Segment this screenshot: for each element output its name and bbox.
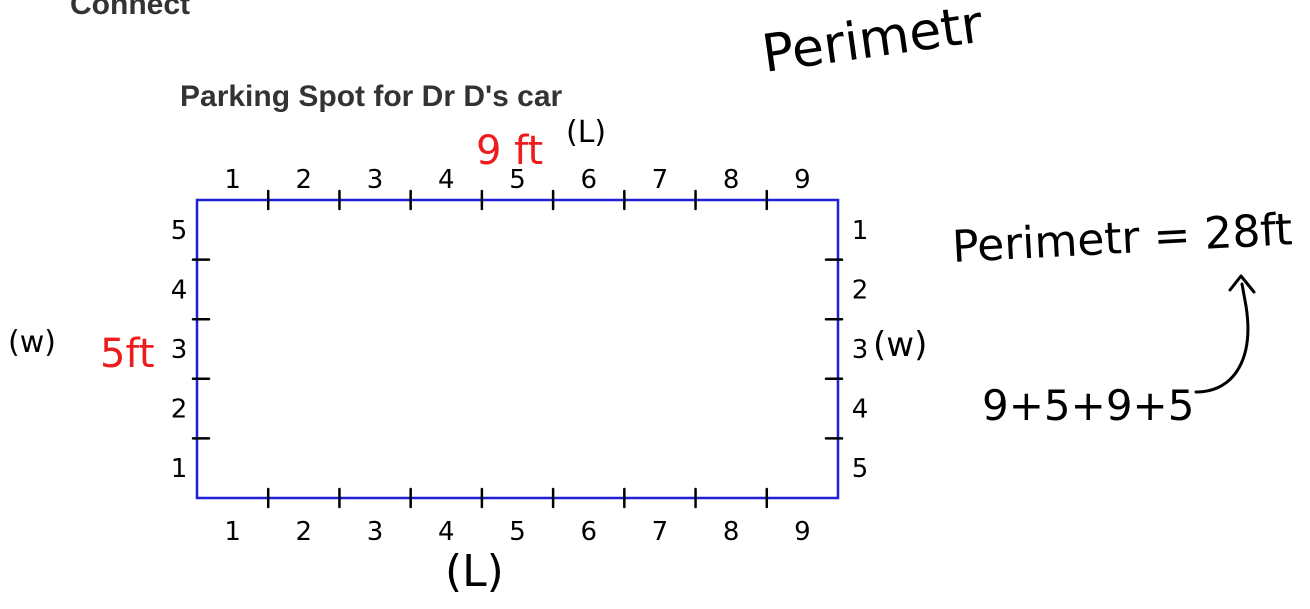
- bottom-unit-number: 6: [580, 517, 597, 547]
- top-unit-number: 4: [438, 165, 455, 195]
- left-unit-number: 5: [171, 216, 188, 246]
- left-unit-number: 4: [171, 275, 188, 305]
- top-unit-number: 8: [723, 165, 740, 195]
- right-side-ticks: 1 2 3 4 5: [824, 216, 869, 484]
- top-unit-number: 1: [224, 165, 241, 195]
- top-unit-number: 9: [794, 165, 811, 195]
- top-unit-number: 3: [367, 165, 384, 195]
- right-unit-number: 2: [852, 275, 869, 305]
- top-length-symbol: (L): [566, 115, 606, 150]
- curved-arrow: [1194, 282, 1250, 394]
- left-unit-number: 2: [171, 395, 188, 425]
- bottom-unit-number: 3: [367, 517, 384, 547]
- left-unit-number: 1: [171, 454, 188, 484]
- bottom-unit-number: 1: [224, 517, 241, 547]
- length-dimension-label: 9 ft: [476, 128, 543, 174]
- parking-spot-rectangle: [195, 198, 840, 500]
- right-unit-number: 4: [852, 395, 869, 425]
- top-unit-number: 6: [580, 165, 597, 195]
- top-unit-number: 5: [509, 165, 526, 195]
- top-unit-number: 7: [652, 165, 669, 195]
- width-dimension-label: 5ft: [100, 331, 155, 377]
- right-unit-number: 5: [852, 454, 869, 484]
- arrow-head-icon: [1228, 274, 1256, 294]
- right-unit-number: 3: [852, 335, 869, 365]
- bottom-side-ticks: 1 2 3 4 5 6 7 8 9: [224, 487, 811, 547]
- top-unit-number: 2: [296, 165, 313, 195]
- left-unit-number: 3: [171, 335, 188, 365]
- partial-heading: Connect: [70, 0, 190, 21]
- perimeter-equation: Perimetr = 28ft: [951, 204, 1294, 273]
- right-width-symbol: (w): [873, 325, 927, 365]
- bottom-unit-number: 5: [509, 517, 526, 547]
- bottom-unit-number: 4: [438, 517, 455, 547]
- left-side-ticks: 5 4 3 2 1: [171, 216, 211, 484]
- diagram-title: Parking Spot for Dr D's car: [180, 80, 563, 113]
- bottom-unit-number: 7: [652, 517, 669, 547]
- left-width-symbol: (w): [8, 325, 56, 360]
- perimeter-heading: Perimetr: [758, 0, 987, 85]
- bottom-unit-number: 2: [296, 517, 313, 547]
- bottom-unit-number: 8: [723, 517, 740, 547]
- bottom-length-symbol: (L): [445, 546, 504, 597]
- top-side-ticks: 1 2 3 4 5 6 7 8 9: [224, 165, 811, 211]
- perimeter-sum: 9+5+9+5: [982, 381, 1194, 430]
- bottom-unit-number: 9: [794, 517, 811, 547]
- right-unit-number: 1: [852, 216, 869, 246]
